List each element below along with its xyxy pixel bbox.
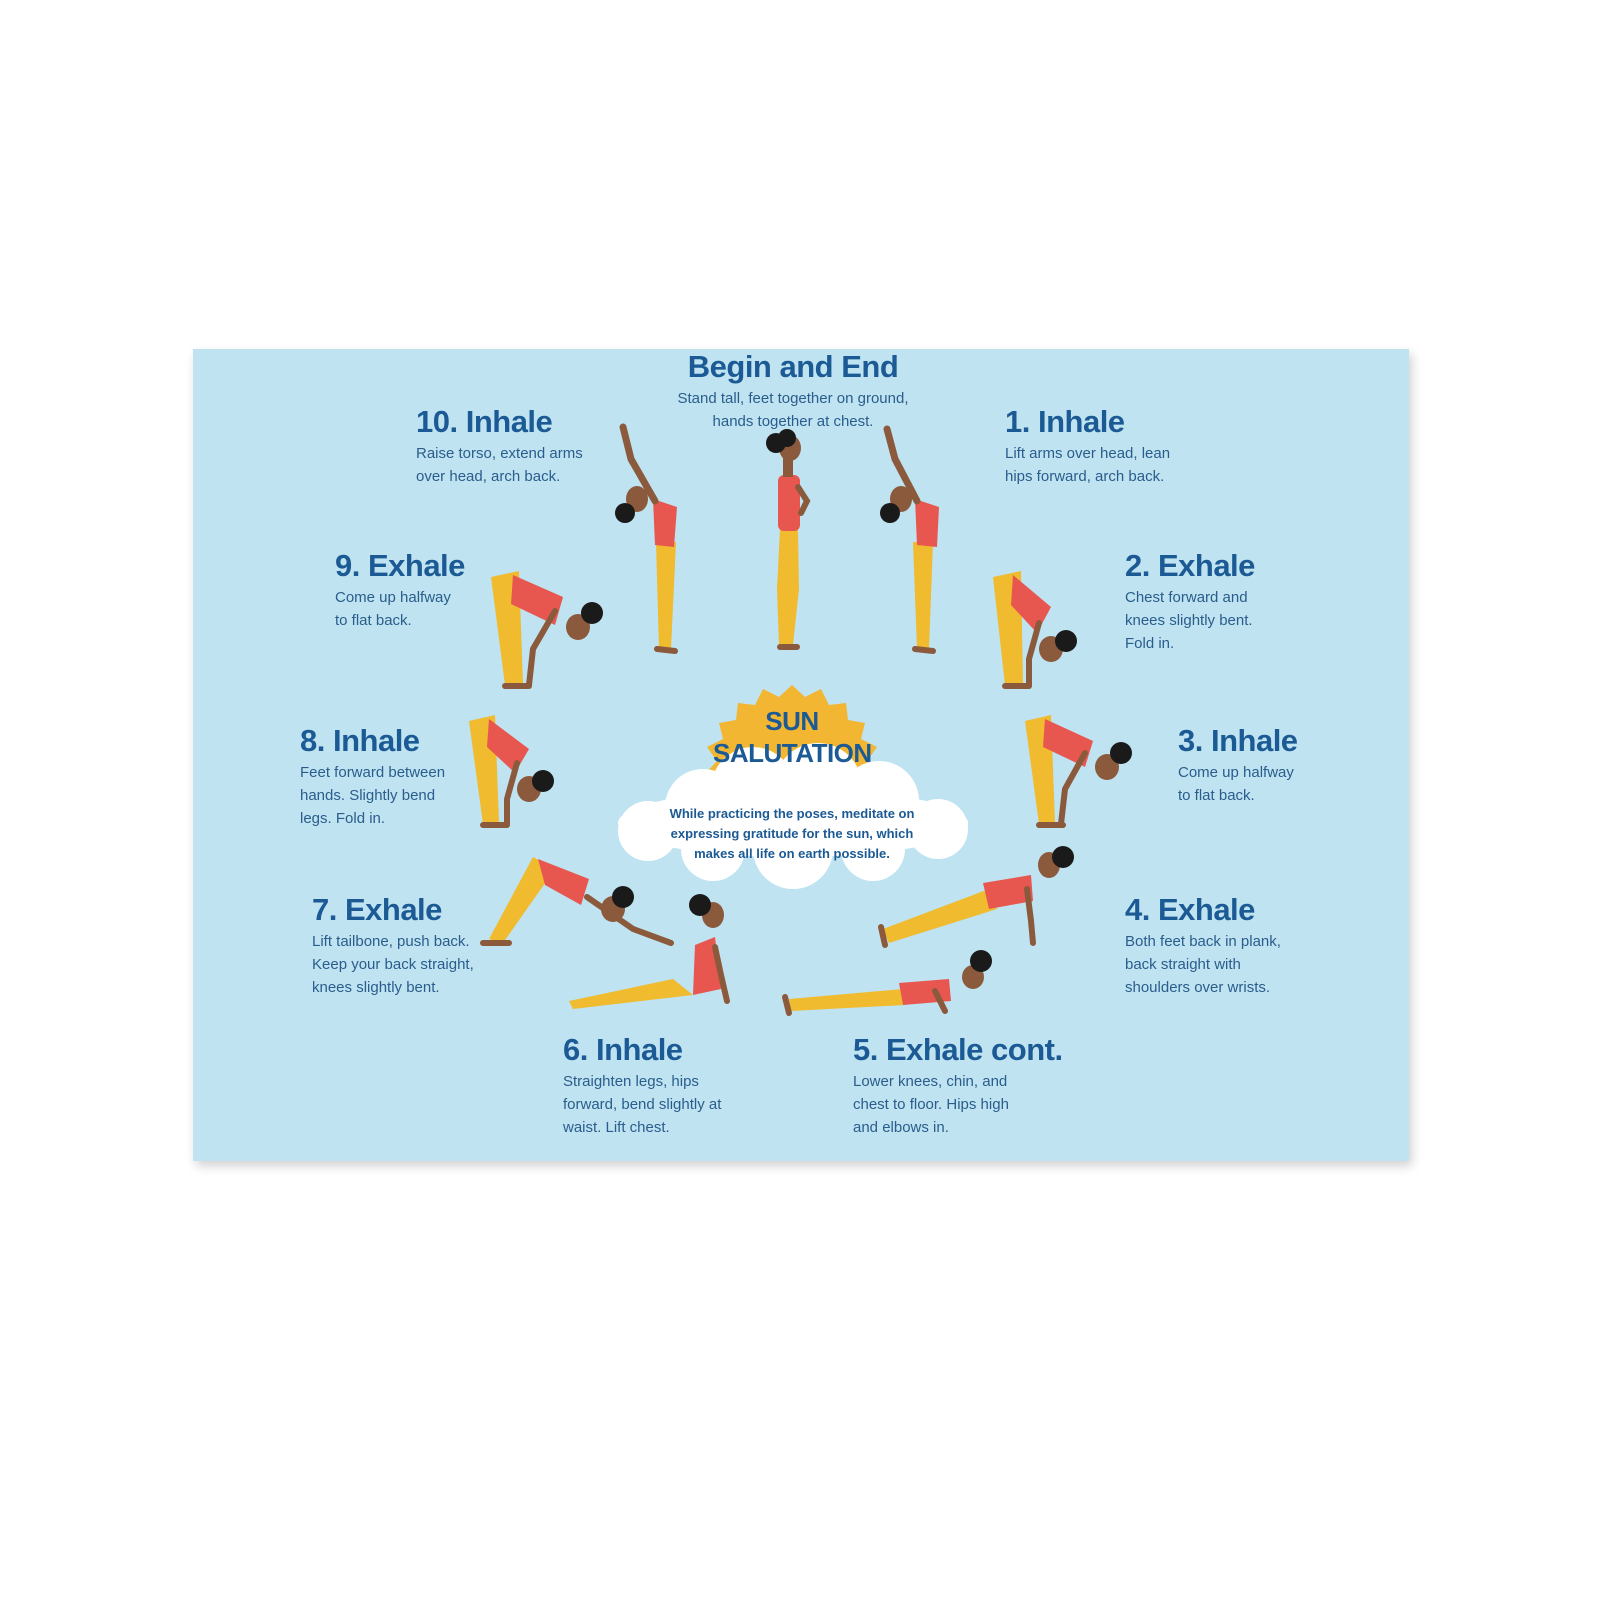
step-3: 3. Inhale Come up halfway to flat back. [1178,723,1298,807]
step-description: Stand tall, feet together on ground, han… [633,387,953,433]
step-description: Both feet back in plank, back straight w… [1125,930,1281,999]
step-desc-line: legs. Fold in. [300,810,386,827]
sun-salutation-title: SUN SALUTATION [713,705,872,769]
step-title: 3. Inhale [1178,723,1298,758]
step-desc-line: knees slightly bent. [312,979,440,996]
step-10: 10. Inhale Raise torso, extend arms over… [416,404,583,488]
step-title: 7. Exhale [312,892,442,927]
step-desc-line: back straight with [1125,956,1241,973]
step-description: Raise torso, extend arms over head, arch… [416,442,583,488]
sun-salutation-poster: SUN SALUTATION While practicing the pose… [193,349,1409,1161]
step-1: 1. Inhale Lift arms over head, lean hips… [1005,404,1170,488]
step-description: Lift arms over head, lean hips forward, … [1005,442,1170,488]
step-8: 8. Inhale Feet forward between hands. Sl… [300,723,445,830]
step-title: 5. Exhale cont. [853,1032,1063,1067]
step-description: Come up halfway to flat back. [335,586,465,632]
step-desc-line: waist. Lift chest. [563,1119,670,1136]
step-7: 7. Exhale Lift tailbone, push back. Keep… [312,892,474,999]
pose-4-figure [878,846,1074,948]
step-title: 8. Inhale [300,723,420,758]
step-6: 6. Inhale Straighten legs, hips forward,… [563,1032,721,1139]
step-9: 9. Exhale Come up halfway to flat back. [335,548,465,632]
step-desc-line: and elbows in. [853,1119,949,1136]
step-description: Come up halfway to flat back. [1178,761,1298,807]
pose-9-figure [491,571,603,689]
step-desc-line: Come up halfway [335,589,451,606]
step-desc-line: Chest forward and [1125,589,1248,606]
pose-5-figure [782,950,992,1016]
step-desc-line: Both feet back in plank, [1125,933,1281,950]
sun-title-line-2: SALUTATION [713,738,872,768]
step-desc-line: hands together at chest. [712,413,874,430]
step-desc-line: Raise torso, extend arms [416,445,583,462]
step-title: 2. Exhale [1125,548,1255,583]
step-desc-line: chest to floor. Hips high [853,1096,1009,1113]
pose-3-figure [1025,715,1132,828]
sun-title-line-1: SUN [765,706,819,736]
step-desc-line: to flat back. [1178,787,1255,804]
step-desc-line: to flat back. [335,612,412,629]
step-description: Lower knees, chin, and chest to floor. H… [853,1070,1063,1139]
pose-1-figure [880,425,939,654]
step-desc-line: Lift arms over head, lean [1005,445,1171,462]
step-2: 2. Exhale Chest forward and knees slight… [1125,548,1255,655]
step-desc-line: forward, bend slightly at [563,1096,722,1113]
step-desc-line: hips forward, arch back. [1005,468,1165,485]
step-desc-line: Straighten legs, hips [563,1073,699,1090]
step-description: Lift tailbone, push back. Keep your back… [312,930,474,999]
step-begin-and-end: Begin and End Stand tall, feet together … [633,349,953,433]
pose-begin-figure [766,429,811,650]
step-title: 10. Inhale [416,404,553,439]
step-4: 4. Exhale Both feet back in plank, back … [1125,892,1281,999]
step-title: 9. Exhale [335,548,465,583]
step-5: 5. Exhale cont. Lower knees, chin, and c… [853,1032,1063,1139]
pose-8-figure [469,715,554,828]
pose-illustrations [469,423,1132,1016]
pose-2-figure [993,571,1077,689]
step-desc-line: knees slightly bent. [1125,612,1253,629]
cloud-message: While practicing the poses, meditate on … [663,804,921,864]
step-title: Begin and End [687,349,899,384]
step-desc-line: Feet forward between [300,764,446,781]
step-desc-line: shoulders over wrists. [1125,979,1271,996]
cloud-message-line-3: makes all life on earth possible. [694,846,890,861]
step-desc-line: hands. Slightly bend [300,787,436,804]
step-description: Straighten legs, hips forward, bend slig… [563,1070,721,1139]
cloud-message-line-2: expressing gratitude for the sun, which [670,826,914,841]
cloud-message-line-1: While practicing the poses, meditate on [669,806,915,821]
step-desc-line: over head, arch back. [416,468,561,485]
step-title: 6. Inhale [563,1032,683,1067]
step-desc-line: Keep your back straight, [312,956,474,973]
step-title: 4. Exhale [1125,892,1255,927]
pose-7-figure [480,857,674,946]
pose-6-figure [569,894,730,1009]
pose-10-figure [615,423,678,654]
cloud-graphic [618,743,968,889]
step-description: Feet forward between hands. Slightly ben… [300,761,445,830]
step-desc-line: Come up halfway [1178,764,1294,781]
step-desc-line: Lower knees, chin, and [853,1073,1008,1090]
step-description: Chest forward and knees slightly bent. F… [1125,586,1255,655]
step-desc-line: Fold in. [1125,635,1175,652]
step-desc-line: Stand tall, feet together on ground, [677,390,909,407]
step-desc-line: Lift tailbone, push back. [312,933,470,950]
step-title: 1. Inhale [1005,404,1125,439]
